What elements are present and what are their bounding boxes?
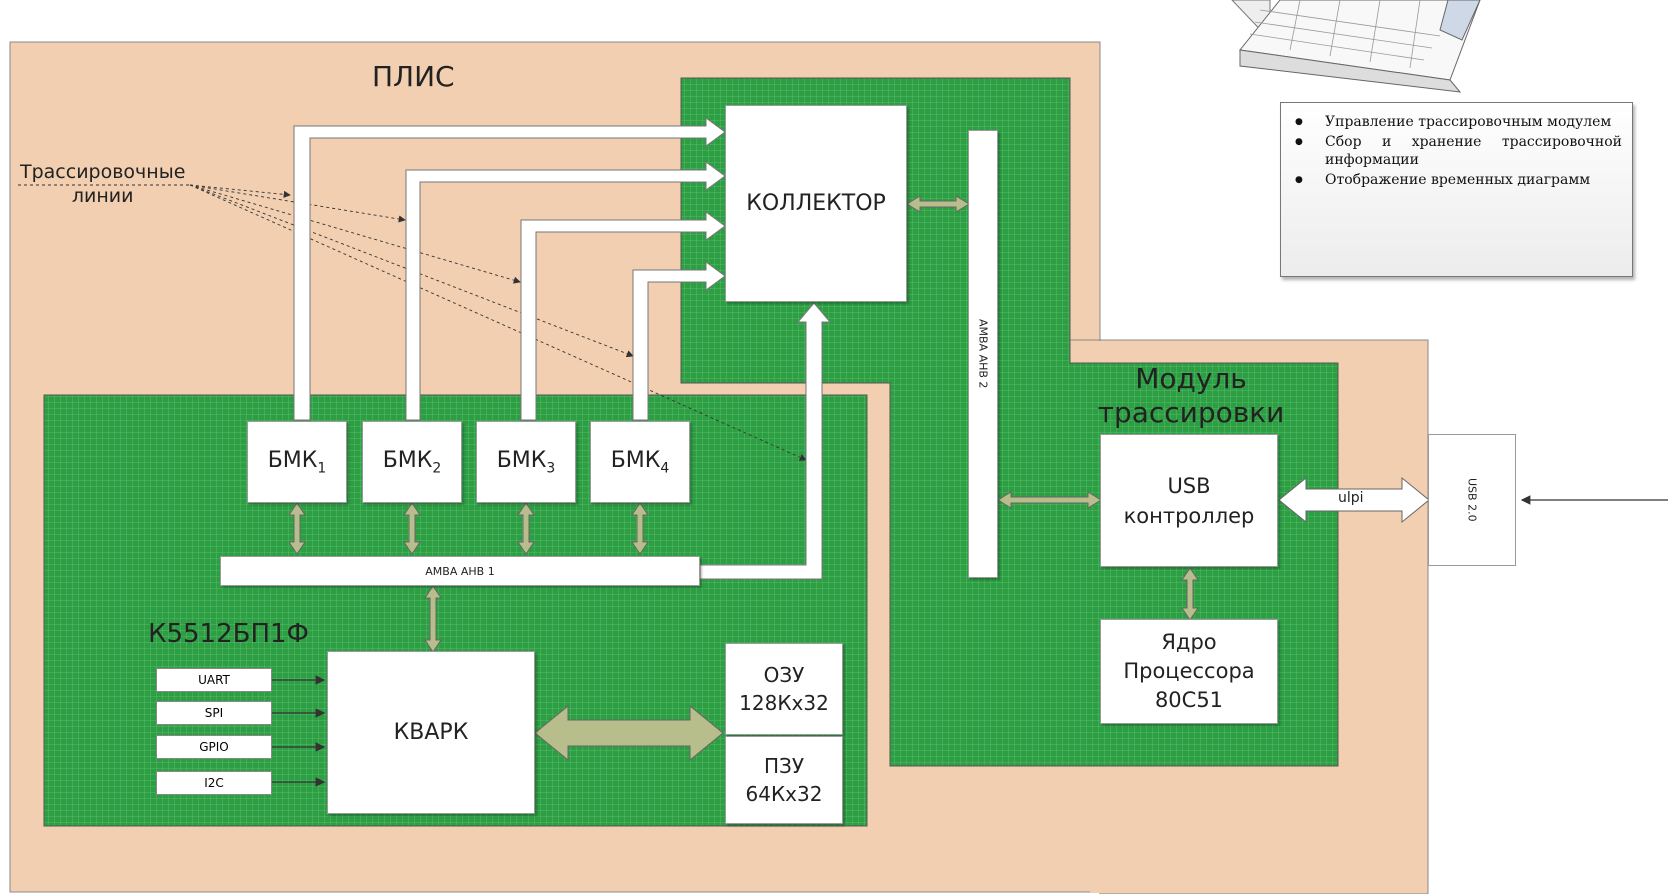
bmk-1-label: БМК1 xyxy=(268,448,327,476)
core-block: Ядро Процессора 80С51 xyxy=(1100,619,1278,724)
collector-label: КОЛЛЕКТОР xyxy=(746,191,886,216)
usb20-label: USB 2.0 xyxy=(1466,478,1479,522)
bmk-4-block: БМК4 xyxy=(590,421,690,503)
kvark-block: КВАРК xyxy=(327,651,535,814)
collector-block: КОЛЛЕКТОР xyxy=(725,105,907,302)
amba-ahb1-bus: AMBA AHB 1 xyxy=(220,556,700,586)
core-label: Ядро Процессора 80С51 xyxy=(1123,628,1254,715)
ozu-label: ОЗУ 128Кх32 xyxy=(739,661,829,717)
usb-controller-label: USB контроллер xyxy=(1124,471,1255,531)
bmk-3-block: БМК3 xyxy=(476,421,576,503)
bmk-2-block: БМК2 xyxy=(362,421,462,503)
bmk-2-label: БМК2 xyxy=(383,448,442,476)
usb-controller-block: USB контроллер xyxy=(1100,434,1278,567)
pzu-label: ПЗУ 64Кх32 xyxy=(746,752,823,808)
chip-label: К5512БП1Ф xyxy=(148,619,309,649)
i2c-peripheral: I2C xyxy=(156,771,272,795)
amba-ahb2-bus: AMBA AHB 2 xyxy=(968,130,998,578)
note-item: Управление трассировочным модулем xyxy=(1291,113,1622,131)
ozu-block: ОЗУ 128Кх32 xyxy=(725,643,843,735)
amba-ahb2-label: AMBA AHB 2 xyxy=(977,319,990,388)
ulpi-label: ulpi xyxy=(1338,490,1364,506)
bmk-1-block: БМК1 xyxy=(247,421,347,503)
uart-peripheral: UART xyxy=(156,668,272,692)
bmk-4-label: БМК4 xyxy=(611,448,670,476)
gpio-peripheral: GPIO xyxy=(156,735,272,759)
trace-module-title: Модуль трассировки xyxy=(1082,362,1300,430)
spi-peripheral: SPI xyxy=(156,701,272,725)
plis-label: ПЛИС xyxy=(372,60,455,93)
pzu-block: ПЗУ 64Кх32 xyxy=(725,736,843,824)
usb20-port: USB 2.0 xyxy=(1428,434,1516,566)
amba-ahb1-label: AMBA AHB 1 xyxy=(425,565,494,578)
note-item: Сбор и хранение трассировочной информаци… xyxy=(1291,133,1622,169)
bmk-3-label: БМК3 xyxy=(497,448,556,476)
trace-lines-label: Трассировочные линии xyxy=(20,160,185,208)
host-functions-notes: Управление трассировочным модулем Сбор и… xyxy=(1280,102,1633,277)
kvark-label: КВАРК xyxy=(394,720,469,745)
laptop-icon xyxy=(1232,0,1480,92)
note-item: Отображение временных диаграмм xyxy=(1291,171,1622,189)
